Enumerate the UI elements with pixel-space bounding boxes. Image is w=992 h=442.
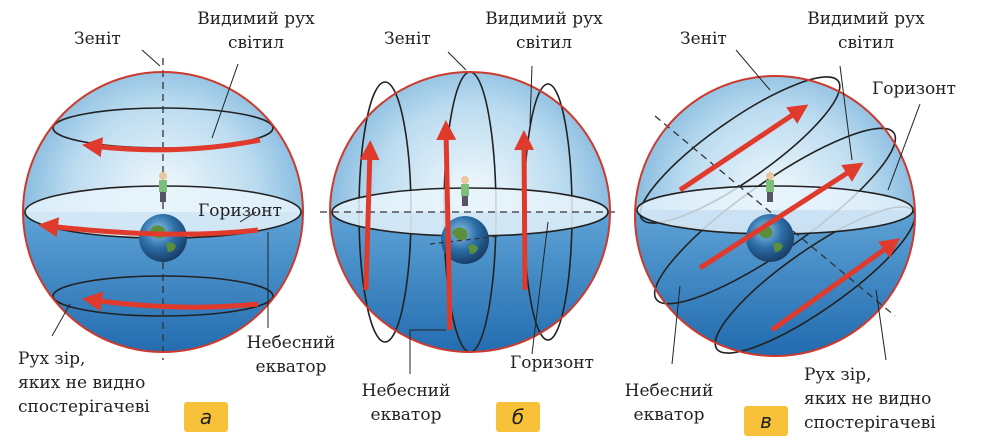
panel-c-equator-line1: Небесний [624,381,714,401]
panel-c-stars-line2: яких не видно [804,389,932,409]
panel-a-stars-line3: спостерігачеві [18,397,150,417]
panel-a-stars-line2: яких не видно [18,373,146,393]
panel-c-stars-line3: спостерігачеві [804,413,936,433]
panel-a-stars-line1: Рух зір, [18,349,86,369]
panel-c-stars-line1: Рух зір, [804,365,872,385]
panel-b-visible-motion-line2: світил [515,33,573,53]
observer-icon-c [766,172,774,202]
observer-icon-b [461,176,469,206]
panel-b-zenith-label: Зеніт [384,29,431,49]
panel-c-equator-line2: екватор [633,405,705,425]
panel-a-tag: а [184,402,228,432]
earth-icon-c [746,214,794,262]
panel-b-sphere [320,51,620,374]
panel-b-equator-line2: екватор [370,405,442,425]
panel-b-tag: б [496,402,540,432]
panel-a-equator-line2: екватор [255,357,327,377]
panel-c-horizon-label: Горизонт [872,79,956,99]
panel-a-horizon-label: Горизонт [198,201,282,221]
panel-a-zenith-label: Зеніт [74,29,121,49]
panel-c-visible-motion-line1: Видимий рух [807,9,925,29]
panel-c-visible-motion-line2: світил [837,33,895,53]
panel-c-zenith-label: Зеніт [680,29,727,49]
panel-a-equator-line1: Небесний [246,333,336,353]
observer-icon [159,172,167,202]
panel-c-tag: в [744,406,788,436]
panel-a-visible-motion-line1: Видимий рух [197,9,315,29]
panel-b-horizon-label: Горизонт [510,353,594,373]
earth-icon [139,214,187,262]
panel-b-equator-line1: Небесний [361,381,451,401]
earth-icon-b [441,216,489,264]
panel-b-visible-motion-line1: Видимий рух [485,9,603,29]
panel-a-visible-motion-line2: світил [227,33,285,53]
